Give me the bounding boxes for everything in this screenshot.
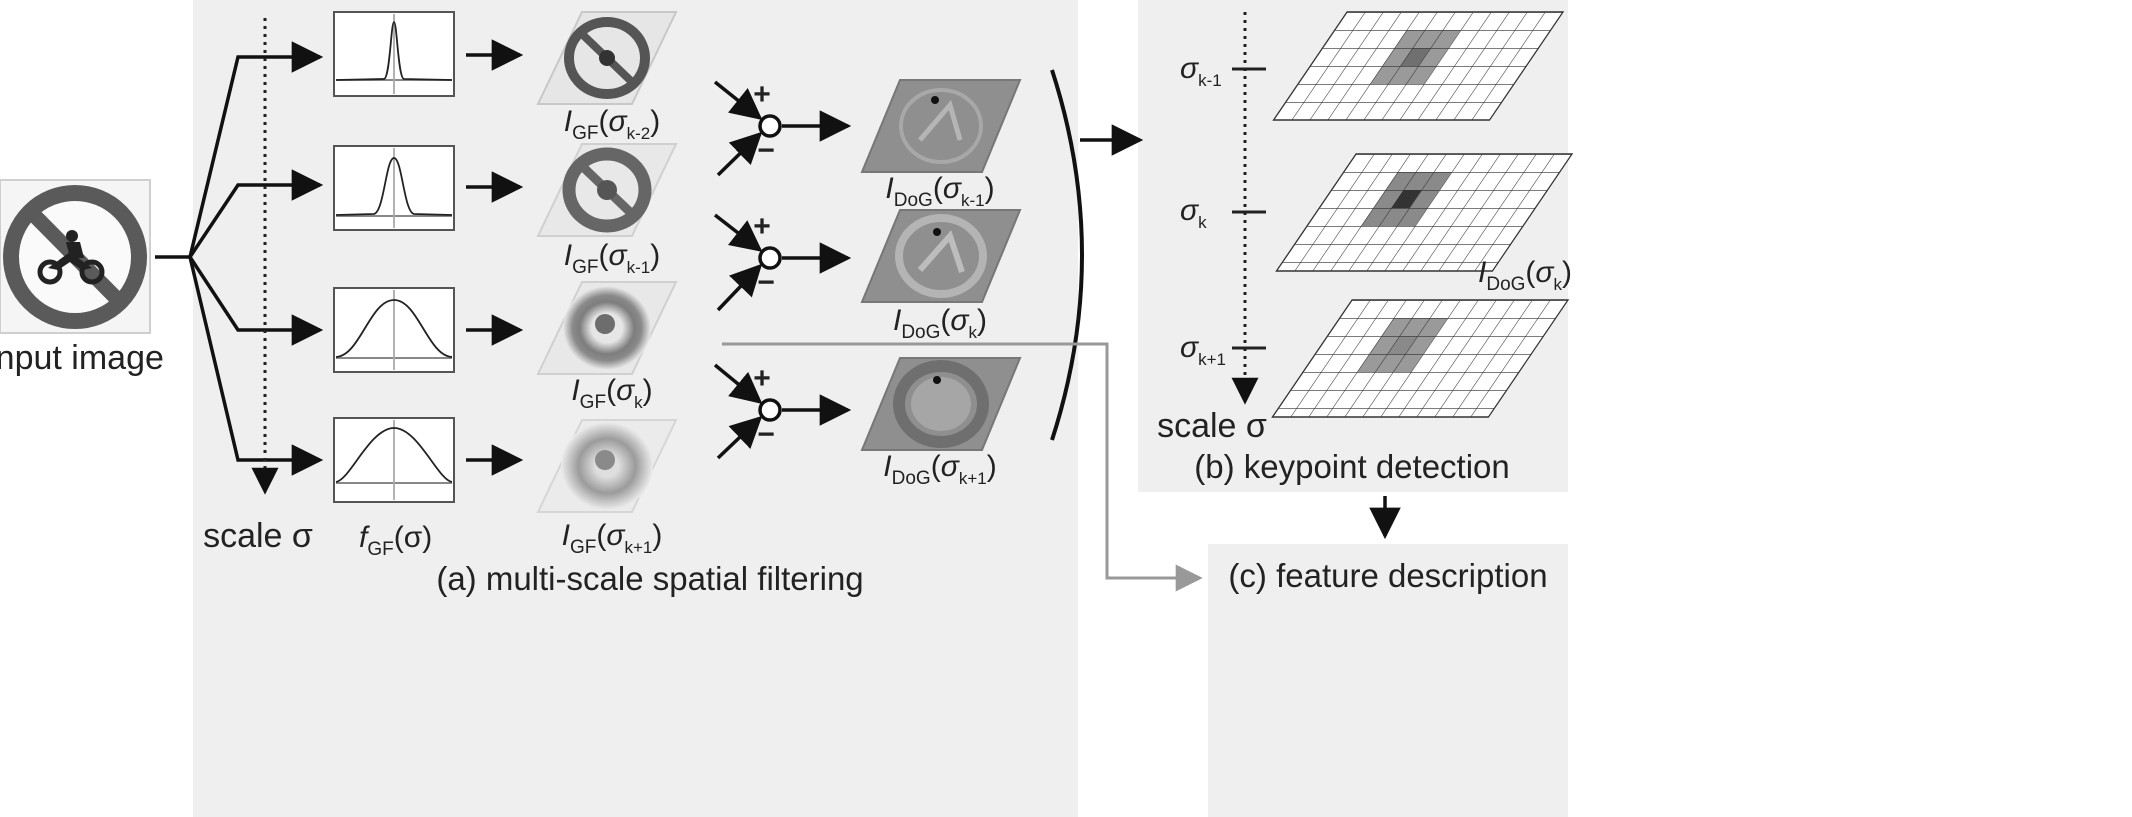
gaussian-curves: [335, 14, 453, 500]
svg-text:−: −: [757, 266, 775, 299]
gf-label-2: IGF(σk-1): [564, 239, 660, 278]
gf-label-3: IGF(σk): [571, 374, 652, 413]
gf-image-4: [536, 419, 678, 513]
scale-ticks: [1232, 67, 1266, 350]
diff-node-1: [758, 114, 782, 138]
svg-text:+: +: [753, 362, 771, 395]
input-image: [0, 179, 151, 334]
gf-label-4: IGF(σk+1): [562, 519, 663, 558]
difference-nodes: [713, 80, 852, 460]
svg-text:−: −: [757, 418, 775, 451]
dog-grid-lower: [1271, 299, 1570, 418]
svg-text:−: −: [757, 134, 775, 167]
feature-description-arrow: [722, 342, 1203, 592]
caption-b: (b) keypoint detection: [1194, 448, 1510, 485]
dog-image-1: [860, 79, 1022, 173]
input-image-label: input image: [0, 339, 164, 377]
svg-text:+: +: [753, 78, 771, 111]
panel-c-background: [1208, 544, 1568, 817]
dog-label-1: IDoG(σk-1): [885, 172, 994, 211]
gf-image-2: [536, 143, 678, 237]
dog-grid-label: IDoG(σk): [1478, 256, 1572, 295]
dog-image-2: [860, 209, 1022, 303]
svg-text:fGF(σ): fGF(σ): [359, 521, 432, 560]
branch-lines: [155, 41, 324, 476]
motorcycle-icon: [37, 230, 105, 285]
scale-tick-label-3: σk+1: [1180, 331, 1226, 369]
caption-c: (c) feature description: [1228, 557, 1547, 594]
gf-image-3: [536, 281, 678, 375]
caption-a: (a) multi-scale spatial filtering: [436, 560, 863, 597]
grouping-bracket: [1050, 69, 1084, 441]
filter-label: fGF(σ): [359, 521, 432, 560]
scale-label-b: scale σ: [1157, 407, 1267, 445]
diff-node-3: [758, 398, 782, 422]
scale-label-a: scale σ: [203, 517, 313, 555]
dog-label-3: IDoG(σk+1): [883, 450, 996, 489]
dog-grid-upper: [1272, 11, 1565, 121]
sign-labels: + − + − + −: [753, 78, 775, 451]
dog-label-2: IDoG(σk): [893, 304, 987, 343]
diff-node-2: [758, 246, 782, 270]
gf-label-1: IGF(σk-2): [564, 105, 660, 144]
gf-image-1: [536, 11, 678, 105]
dog-grid-center: [1275, 153, 1574, 272]
svg-text:+: +: [753, 210, 771, 243]
dog-image-3: [860, 357, 1022, 451]
scale-tick-label-1: σk-1: [1180, 52, 1222, 90]
scale-tick-label-2: σk: [1180, 194, 1207, 232]
